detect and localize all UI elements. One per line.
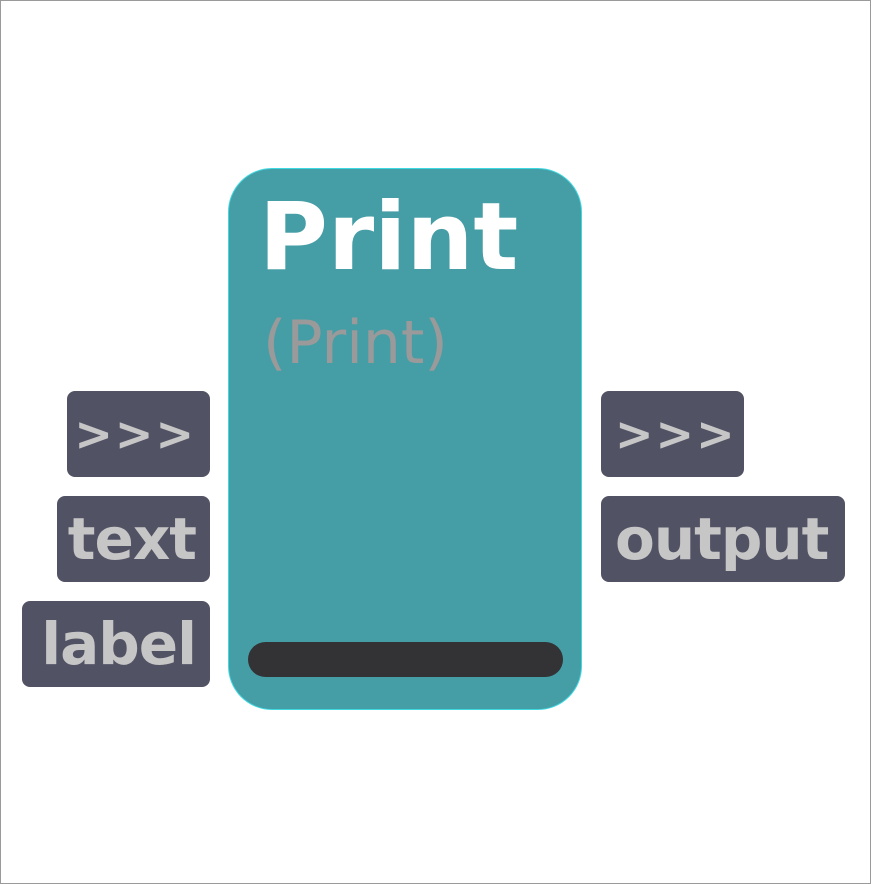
output-port-exec[interactable]: >>> <box>601 391 744 477</box>
output-port-output-label: output <box>615 505 829 573</box>
input-port-label[interactable]: label <box>22 601 210 687</box>
input-port-exec-label: >>> <box>74 407 196 461</box>
input-port-label-label: label <box>41 610 197 678</box>
input-port-text[interactable]: text <box>57 496 210 582</box>
output-port-exec-label: >>> <box>615 407 737 461</box>
input-port-text-label: text <box>67 505 197 573</box>
output-port-output[interactable]: output <box>601 496 845 582</box>
node-subtitle: (Print) <box>263 308 448 378</box>
print-node[interactable]: Print (Print) <box>228 168 582 710</box>
node-footer-bar <box>248 642 563 677</box>
node-title: Print <box>259 183 519 292</box>
input-port-exec[interactable]: >>> <box>67 391 210 477</box>
